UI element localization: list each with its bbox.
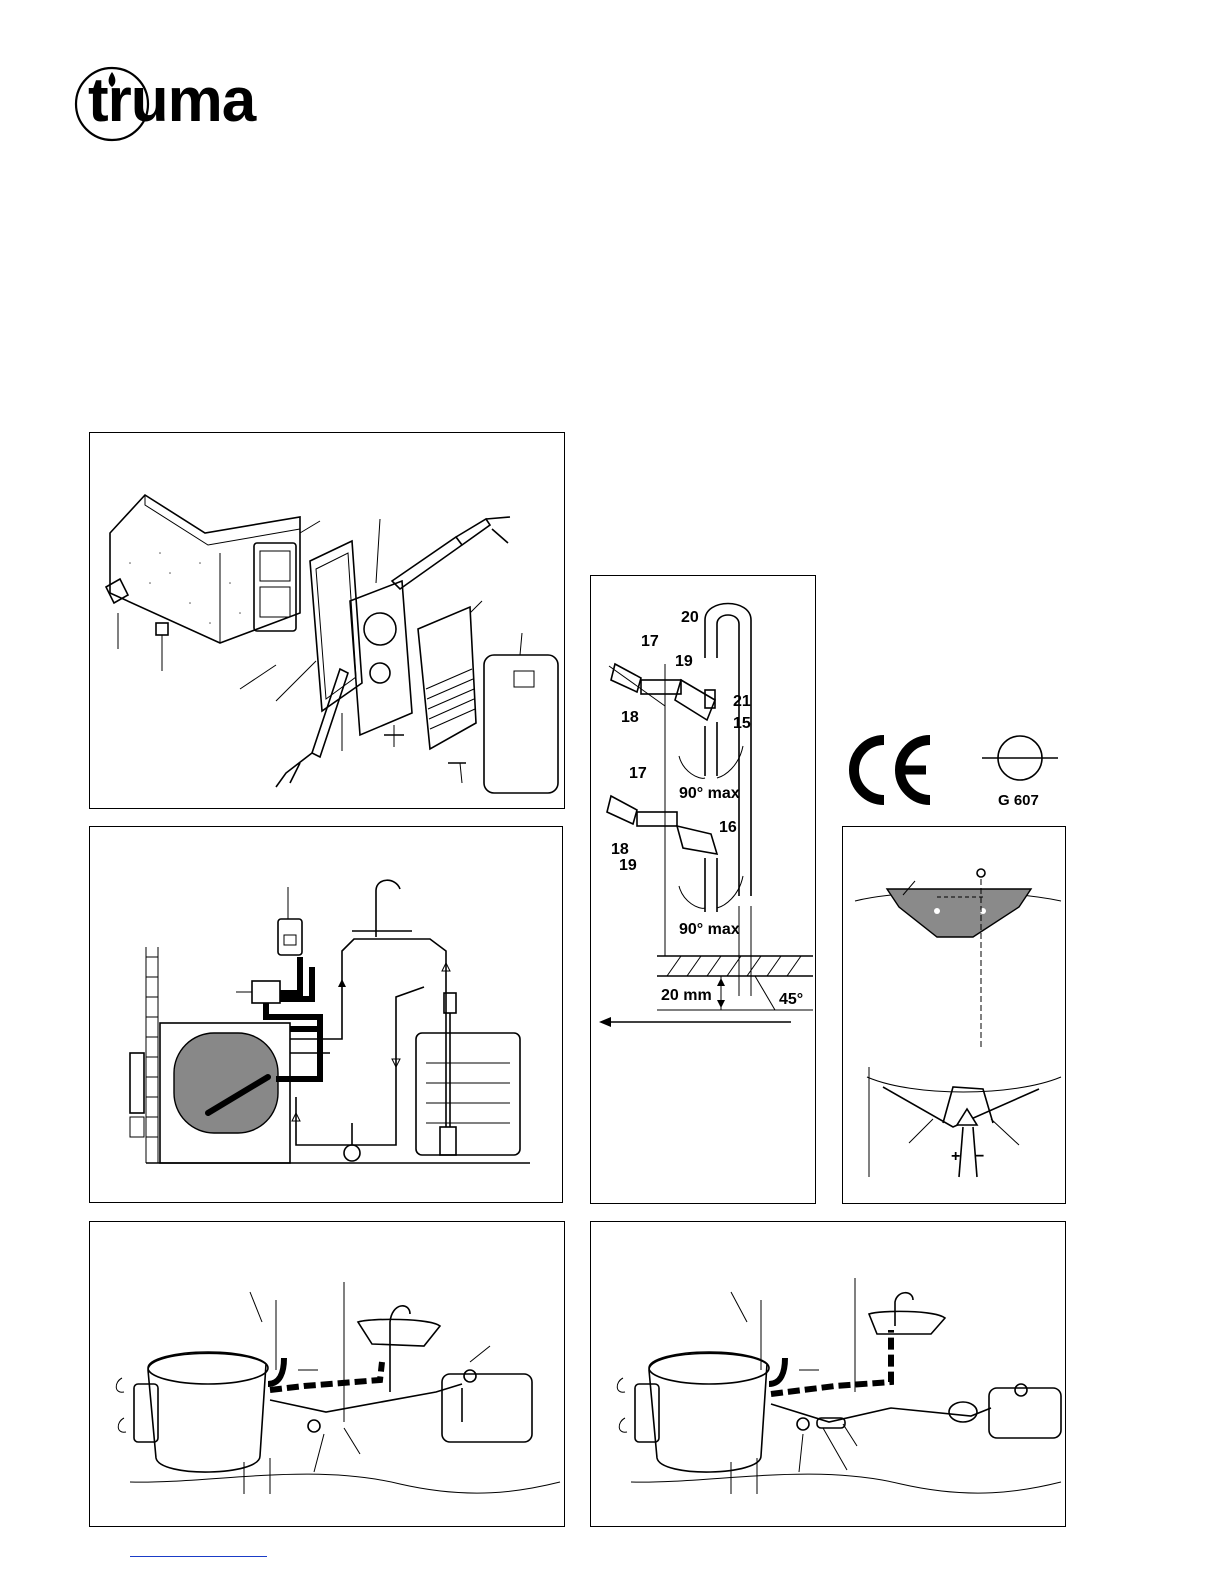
slope-label: 45°	[779, 991, 803, 1008]
svg-text:−: −	[975, 1148, 984, 1165]
figure-plumbing-fittings: 20 17 19 21 15 18 90° max 17 16 18 19 90…	[590, 575, 816, 1204]
label-17-lower: 17	[629, 765, 647, 782]
label-19-lower: 19	[619, 857, 637, 874]
label-19-upper: 19	[675, 653, 693, 670]
label-21: 21	[733, 693, 751, 710]
label-16: 16	[719, 819, 737, 836]
brand-name: truma	[88, 64, 255, 138]
label-17-upper: 17	[641, 633, 659, 650]
figure-installation-b	[590, 1221, 1066, 1527]
gas-approval-code: G 607	[998, 792, 1039, 809]
label-18-lower: 18	[611, 841, 629, 858]
figure-installation-a	[89, 1221, 565, 1527]
footer-link-underline	[130, 1556, 267, 1557]
svg-text:+: +	[951, 1148, 960, 1165]
angle-label-lower: 90° max	[679, 921, 740, 938]
figure-water-system	[89, 826, 563, 1203]
dimension-label: 20 mm	[661, 987, 712, 1004]
gas-approval-mark: G 607	[980, 732, 1060, 812]
label-15: 15	[733, 715, 751, 732]
label-18-upper: 18	[621, 709, 639, 726]
figure-mounting-exploded	[89, 432, 565, 809]
ce-mark: CE	[846, 732, 936, 808]
angle-label-upper: 90° max	[679, 785, 740, 802]
label-20: 20	[681, 609, 699, 626]
figure-corner-cap: +−	[842, 826, 1066, 1204]
